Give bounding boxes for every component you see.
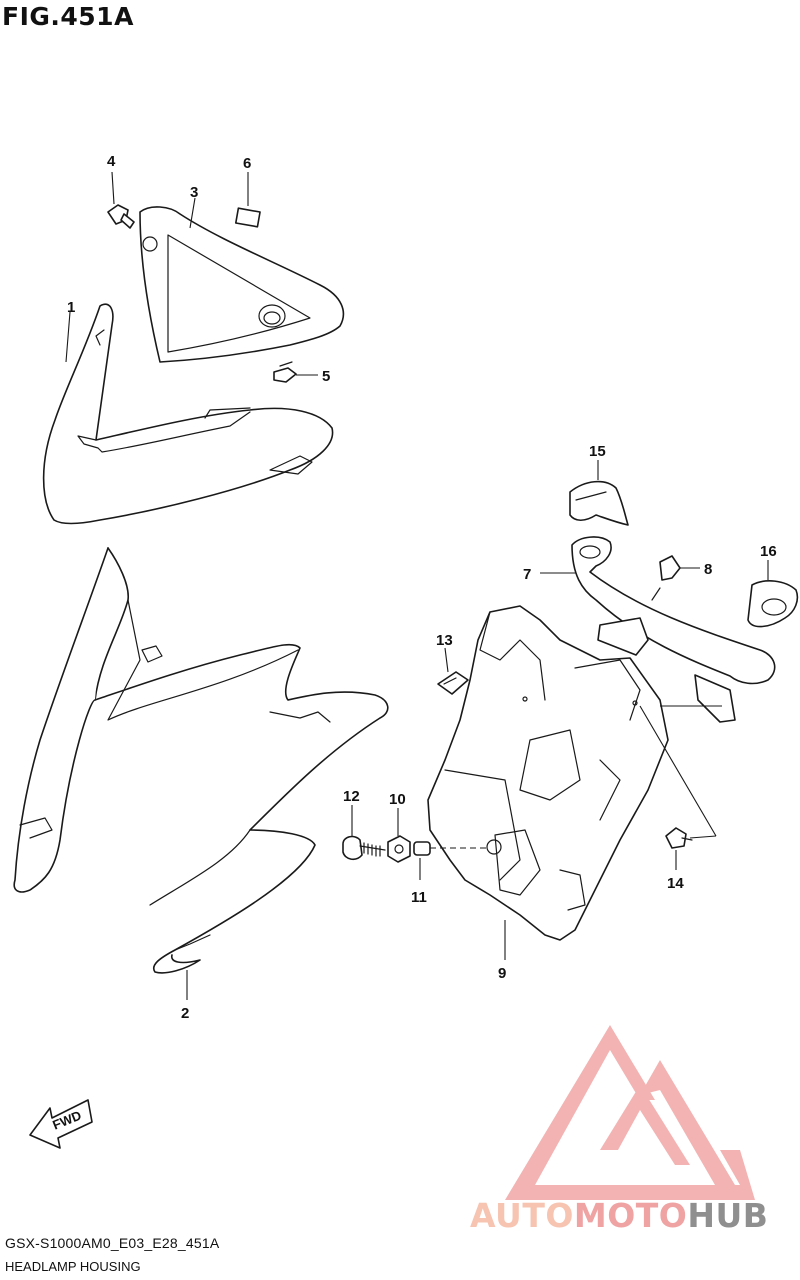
callout-10: 10	[389, 791, 406, 808]
part-10-nut	[387, 835, 411, 863]
part-16-cushion	[747, 580, 799, 628]
callout-12: 12	[343, 788, 360, 805]
footer-model-code: GSX-S1000AM0_E03_E28_451A	[5, 1235, 220, 1251]
callout-2: 2	[181, 1005, 189, 1022]
watermark-part-c: HUB	[687, 1196, 769, 1235]
callout-11: 11	[411, 889, 427, 906]
part-13-nut-clip	[437, 671, 469, 695]
figure-title: FIG.451A	[2, 2, 134, 31]
callout-1: 1	[67, 299, 75, 316]
part-11-collar	[413, 841, 431, 856]
callout-6: 6	[243, 155, 251, 172]
callout-4: 4	[107, 153, 116, 170]
callout-14: 14	[667, 875, 684, 892]
part-4-screw	[107, 204, 135, 229]
part-3-upper-cover	[139, 206, 345, 363]
watermark-text: AUTOMOTOHUB	[470, 1196, 768, 1235]
part-7-bracket-stay	[571, 536, 776, 723]
fwd-arrow-icon: FWD	[29, 1099, 93, 1149]
part-12-bolt	[342, 835, 386, 861]
part-15-cushion	[569, 480, 629, 526]
part-1-lower-cover	[42, 303, 334, 525]
callout-8: 8	[704, 561, 712, 578]
callout-15: 15	[589, 443, 606, 460]
part-2-side-cowl	[13, 547, 389, 974]
callout-3: 3	[190, 184, 198, 201]
watermark-part-b: MOTO	[573, 1196, 688, 1235]
watermark-logo-icon	[505, 1025, 755, 1200]
footer-section-name: HEADLAMP HOUSING	[5, 1259, 141, 1274]
part-8-grommet	[659, 555, 681, 581]
callout-5: 5	[322, 368, 330, 385]
part-9-housing-bracket	[427, 605, 669, 941]
leader-lines	[65, 171, 769, 1000]
callout-7: 7	[523, 566, 531, 583]
part-6-label	[234, 207, 261, 228]
part-14-bolt	[665, 827, 693, 849]
callout-numbers: 1 2 3 4 5 6 7 8 9 10 11 12 13 14 15 16	[67, 153, 777, 1022]
callout-9: 9	[498, 965, 506, 982]
part-5-clip	[273, 361, 297, 383]
watermark-part-a: AUTO	[470, 1196, 574, 1235]
callout-13: 13	[436, 632, 453, 649]
callout-16: 16	[760, 543, 777, 560]
